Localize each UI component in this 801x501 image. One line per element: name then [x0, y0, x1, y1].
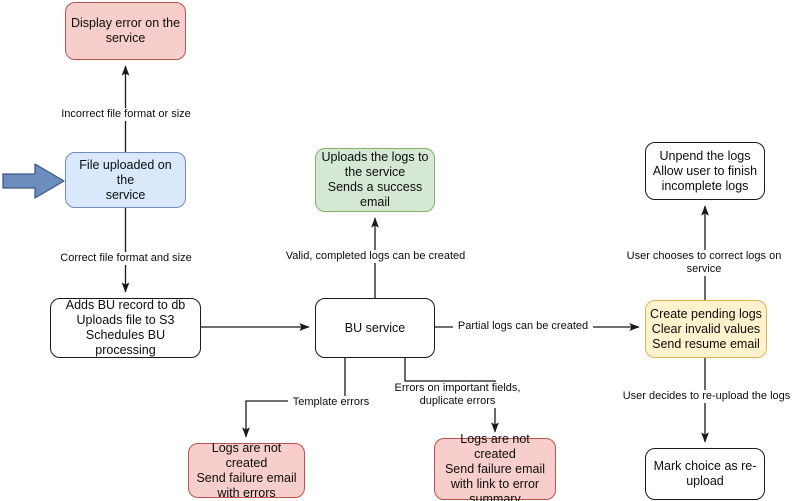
node-logs-not-created-error-summary[interactable]: Logs are not created Send failure email …: [434, 432, 556, 501]
node-create-pending-logs[interactable]: Create pending logs Clear invalid values…: [645, 300, 767, 358]
node-bu-service[interactable]: BU service: [315, 298, 435, 358]
edge-label-partial-logs: Partial logs can be created: [453, 320, 593, 333]
edge-label-correct-file-format: Correct file format and size: [55, 252, 197, 265]
node-uploads-logs-success[interactable]: Uploads the logs to the service Sends a …: [315, 148, 435, 212]
edge-label-user-corrects-logs: User chooses to correct logs on service: [607, 250, 801, 276]
node-adds-bu-record[interactable]: Adds BU record to db Uploads file to S3 …: [50, 298, 201, 358]
node-display-error[interactable]: Display error on the service: [65, 2, 186, 60]
node-file-uploaded-on-service[interactable]: File uploaded on the service: [65, 152, 186, 208]
edge-label-incorrect-file-format: Incorrect file format or size: [55, 108, 197, 121]
edge-label-errors-important-fields: Errors on important fields, duplicate er…: [390, 382, 525, 408]
edge-label-user-reuploads-logs: User decides to re-upload the logs: [619, 390, 794, 403]
entry-arrow-icon: [2, 163, 65, 199]
node-unpend-logs[interactable]: Unpend the logs Allow user to finish inc…: [645, 142, 765, 200]
node-logs-not-created-template-errors[interactable]: Logs are not created Send failure email …: [188, 441, 305, 500]
edge-label-template-errors: Template errors: [288, 396, 374, 409]
edge-label-valid-completed-logs: Valid, completed logs can be created: [283, 250, 468, 263]
node-mark-choice-as-reupload[interactable]: Mark choice as re- upload: [645, 448, 765, 500]
